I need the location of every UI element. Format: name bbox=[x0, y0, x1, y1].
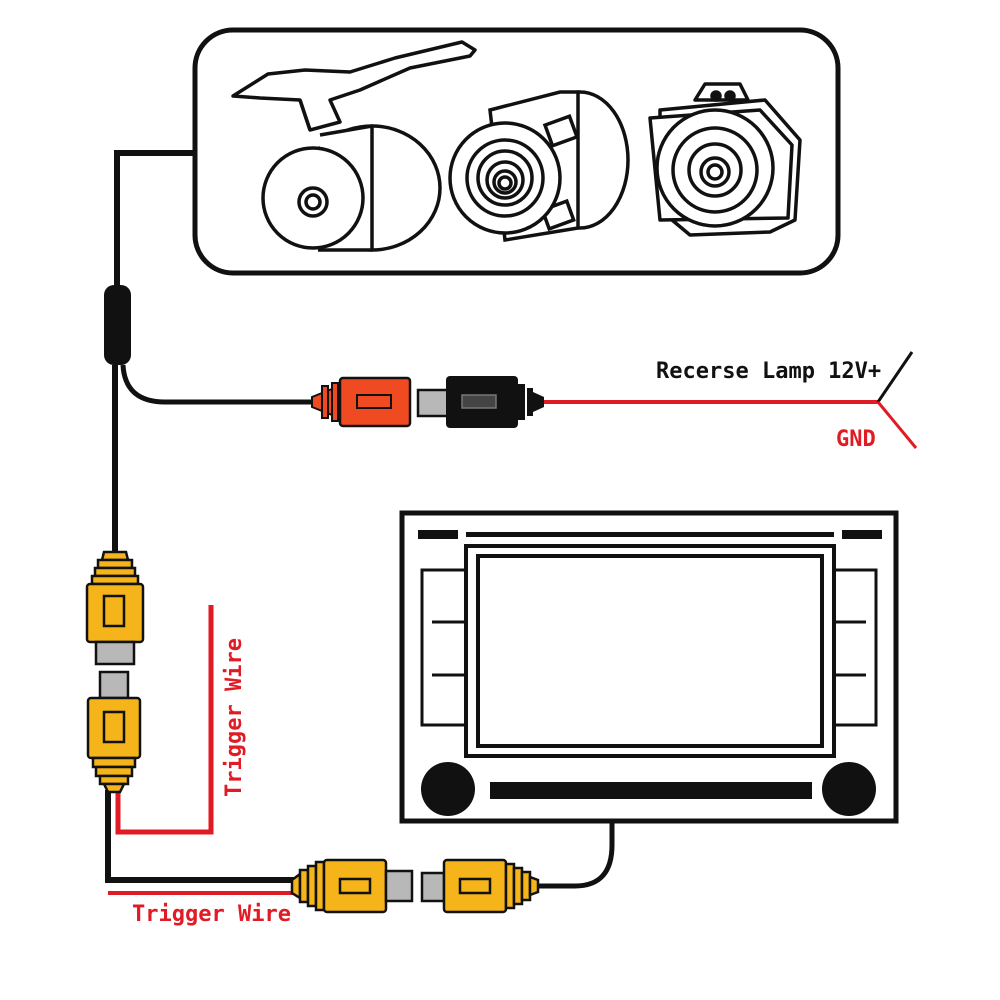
camera-flush-mount-icon bbox=[448, 90, 630, 243]
yellow-rca-male-lower bbox=[86, 670, 142, 794]
camera-cable bbox=[114, 150, 195, 290]
trigger-wire-bottom-label: Trigger Wire bbox=[132, 902, 291, 927]
camera-bracket-mount-icon bbox=[231, 40, 477, 252]
yellow-rca-female-upper bbox=[85, 550, 145, 666]
red-female-connector bbox=[311, 376, 412, 428]
black-male-connector bbox=[416, 376, 544, 428]
right-knob-icon bbox=[822, 762, 876, 816]
yellow-rca-male-bottom bbox=[420, 858, 540, 914]
trigger-wire-loop bbox=[115, 605, 214, 835]
cable-splitter bbox=[104, 285, 131, 365]
disc-slot bbox=[490, 782, 812, 799]
camera-square-mount-icon bbox=[648, 82, 802, 237]
left-knob-icon bbox=[421, 762, 475, 816]
gnd-label: GND bbox=[836, 427, 876, 452]
power-fork-red bbox=[876, 401, 918, 449]
reverse-lamp-label: Recerse Lamp 12V+ bbox=[656, 359, 881, 384]
power-branch-cable bbox=[120, 364, 312, 405]
power-fork-black bbox=[876, 351, 914, 403]
head-unit-cable bbox=[535, 820, 615, 889]
trigger-wire-vertical-label: Trigger Wire bbox=[222, 638, 247, 797]
video-cable-lower bbox=[105, 790, 300, 883]
car-radio-head-unit-icon bbox=[399, 510, 899, 824]
yellow-rca-female-bottom bbox=[290, 858, 414, 914]
